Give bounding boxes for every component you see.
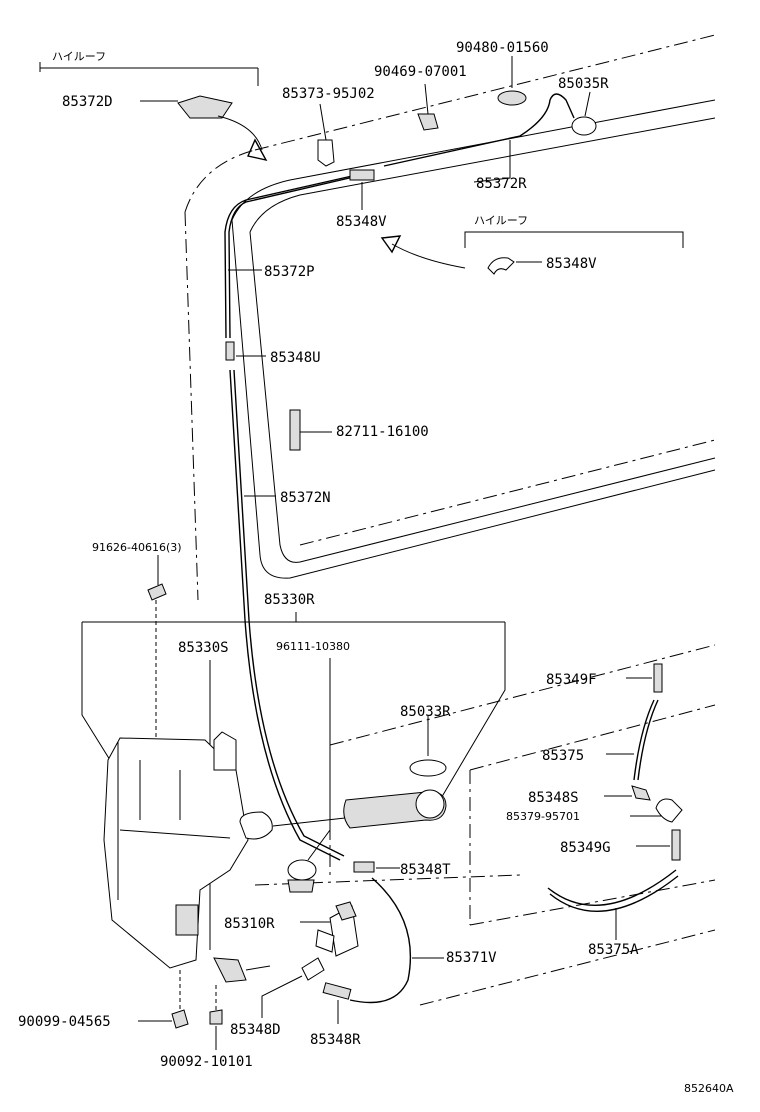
leader-85372R [473, 140, 511, 183]
label-85035R: 85035R [558, 76, 609, 92]
label-85330S: 85330S [178, 640, 229, 656]
high-roof-note-left: ハイルーフ [52, 50, 106, 63]
label-85330R: 85330R [264, 592, 315, 608]
vehicle-body-outline [184, 34, 716, 1006]
high-roof-note-right: ハイルーフ [474, 214, 528, 227]
label-85372R: 85372R [476, 176, 527, 192]
label-85348S: 85348S [528, 790, 579, 806]
label-85372P: 85372P [264, 264, 315, 280]
label-82711-16100: 82711-16100 [336, 424, 429, 440]
label-85310R: 85310R [224, 916, 275, 932]
label-85349F: 85349F [546, 672, 597, 688]
label-85371V: 85371V [446, 950, 497, 966]
label-85379-95701: 85379-95701 [506, 810, 580, 823]
bolts-bottom [138, 970, 223, 1050]
clip-82711 [289, 409, 332, 451]
label-85348D: 85348D [230, 1022, 281, 1038]
bracket-85330R [81, 612, 506, 801]
hose-clamp-96111 [287, 859, 317, 893]
tank-grommet [213, 957, 271, 983]
clip-plate-85372D [140, 95, 268, 162]
label-85372N: 85372N [280, 490, 331, 506]
label-90469-07001: 90469-07001 [374, 64, 467, 80]
hose-upper-run [224, 169, 375, 339]
right-hose-group [547, 663, 683, 940]
window-frame [231, 99, 716, 579]
joint-85348U [225, 341, 266, 361]
label-90480-01560: 90480-01560 [456, 40, 549, 56]
label-85348R: 85348R [310, 1032, 361, 1048]
hose-85372N [229, 369, 345, 861]
diagram-code: 852640A [684, 1082, 734, 1095]
washer-tank [103, 731, 273, 969]
label-85372D: 85372D [62, 94, 113, 110]
label-85375: 85375 [542, 748, 584, 764]
filler-neck [272, 716, 447, 829]
high-roof-bracket-left [39, 62, 259, 86]
label-85033R: 85033R [400, 704, 451, 720]
label-85348V-top: 85348V [336, 214, 387, 230]
label-85375A: 85375A [588, 942, 639, 958]
washer-nozzle-85035R [383, 91, 597, 167]
label-85348U: 85348U [270, 350, 321, 366]
clip-90469 [417, 83, 439, 131]
joints-85348D-85348R [261, 957, 352, 1024]
label-85349G: 85349G [560, 840, 611, 856]
grommet-90480 [497, 56, 527, 106]
label-85373-95J02: 85373-95J02 [282, 86, 375, 102]
label-96111-10380: 96111-10380 [276, 640, 350, 653]
label-85348T: 85348T [400, 862, 451, 878]
label-90099-04565: 90099-04565 [18, 1014, 111, 1030]
bolt-91626 [147, 555, 167, 740]
label-90092-10101: 90092-10101 [160, 1054, 253, 1070]
leader-96111 [307, 658, 331, 861]
label-91626-40616: 91626-40616(3) [92, 541, 182, 554]
high-roof-bracket-right [380, 231, 684, 275]
label-85348V-right: 85348V [546, 256, 597, 272]
washer-pump-85310R [300, 901, 359, 957]
clamp-85373 [317, 103, 335, 167]
hose-85371V [349, 861, 444, 1004]
